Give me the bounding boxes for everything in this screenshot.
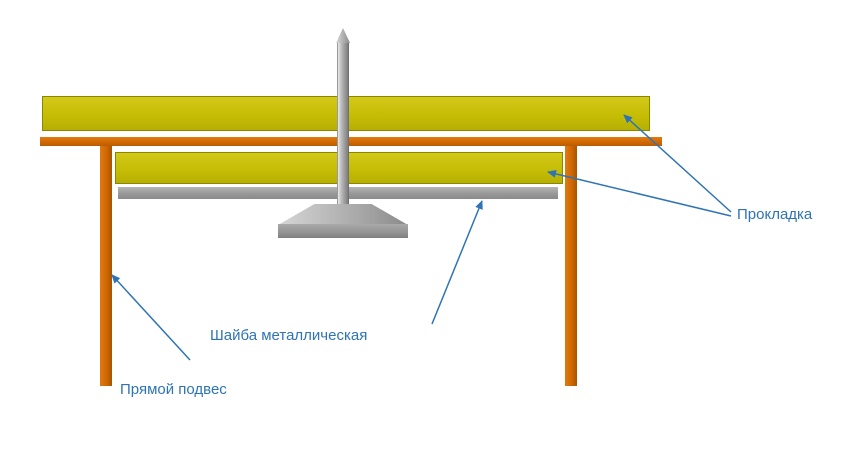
left-hanger-post bbox=[100, 146, 112, 386]
washer-flange-base bbox=[278, 224, 408, 238]
arrow-metal-washer bbox=[431, 200, 483, 325]
washer-flange-cone bbox=[278, 204, 408, 225]
right-hanger-post bbox=[565, 146, 577, 386]
hanger-rod bbox=[337, 42, 349, 208]
arrow-direct-hanger bbox=[111, 274, 191, 361]
label-metal-washer: Шайба металлическая bbox=[210, 327, 368, 344]
hanger-horizontal-bar bbox=[40, 137, 662, 146]
label-gasket: Прокладка bbox=[737, 206, 813, 223]
hanger-rod-tip bbox=[336, 28, 350, 43]
label-direct-hanger: Прямой подвес bbox=[120, 381, 227, 398]
